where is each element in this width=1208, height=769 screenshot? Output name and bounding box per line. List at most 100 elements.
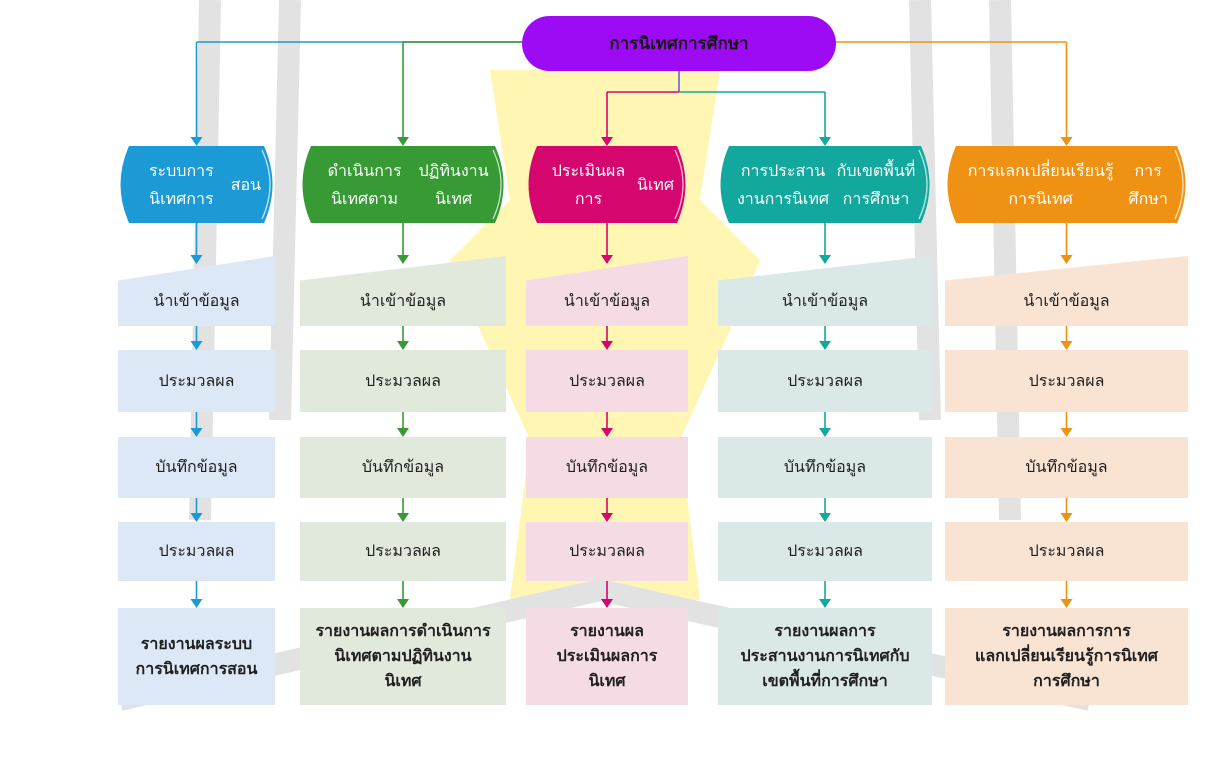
arrow-to-report: [819, 581, 831, 608]
line-text: รายงานผลการดำเนินการ: [315, 621, 491, 641]
report-text: รายงานผลระบบการนิเทศการสอน: [136, 632, 258, 682]
step-label: บันทึกข้อมูล: [783, 457, 867, 477]
column-header-shape: [947, 146, 1186, 223]
line-text: ประสานงานการนิเทศกับ: [740, 646, 910, 666]
top-connectors: [196, 41, 1067, 93]
step-label: บันทึกข้อมูล: [565, 457, 649, 477]
report-text: รายงานผลประเมินผลการนิเทศ: [557, 619, 658, 693]
step-label: ประมวลผล: [158, 541, 235, 561]
arrow-step: [1060, 412, 1073, 437]
step-label: ประมวลผล: [787, 541, 863, 561]
arrow-top-to-header: [601, 92, 613, 146]
line-text: ดำเนินการนิเทศตาม: [327, 161, 402, 208]
report-text: รายงานผลการดำเนินการนิเทศตามปฏิทินงานนิเ…: [315, 619, 490, 693]
line-text: สอน: [230, 174, 261, 194]
arrow-to-report: [601, 581, 613, 608]
step-label: นำเข้าข้อมูล: [563, 290, 651, 310]
arrow-step: [601, 412, 613, 437]
top-title: การนิเทศการศึกษา: [609, 34, 749, 54]
arrow-step: [397, 412, 409, 437]
line-text: ระบบการนิเทศการ: [148, 161, 214, 208]
step-box: บันทึกข้อมูล: [718, 437, 932, 498]
arrow-step: [190, 326, 203, 350]
line-text: นิเทศ: [384, 670, 422, 690]
report-box: รายงานผลการประสานงานการนิเทศกับเขตพื้นที…: [718, 608, 932, 705]
report-box: รายงานผลประเมินผลการนิเทศ: [526, 608, 688, 705]
arrow-header-to-step: [601, 223, 613, 264]
line-text: รายงานผลระบบ: [140, 633, 253, 653]
report-box: รายงานผลการการแลกเปลี่ยนเรียนรู้การนิเทศ…: [945, 608, 1188, 705]
step-box: ประมวลผล: [526, 522, 688, 581]
column-header: การแลกเปลี่ยนเรียนรู้การนิเทศ การศึกษา: [945, 146, 1188, 223]
arrow-header-to-step: [397, 223, 409, 264]
step-label: ประมวลผล: [569, 370, 645, 390]
step-box: บันทึกข้อมูล: [945, 437, 1188, 498]
column-header: ดำเนินการนิเทศตามปฏิทินงานนิเทศ: [300, 146, 506, 223]
arrow-top-to-header: [190, 42, 203, 146]
step-box: บันทึกข้อมูล: [118, 437, 275, 498]
step-label: ประมวลผล: [787, 370, 863, 390]
step-box: บันทึกข้อมูล: [526, 437, 688, 498]
step-label: บันทึกข้อมูล: [155, 457, 238, 477]
column-header-shape: [528, 146, 686, 223]
arrow-to-report: [190, 581, 203, 608]
line-text: แลกเปลี่ยนเรียนรู้การนิเทศ: [975, 646, 1158, 666]
column-header-shape: [302, 146, 504, 223]
column-header: ประเมินผลการ นิเทศ: [526, 146, 688, 223]
step-box: ประมวลผล: [718, 350, 932, 412]
top-node: การนิเทศการศึกษา: [522, 16, 836, 71]
step-label: ประมวลผล: [1028, 370, 1105, 390]
arrow-header-to-step: [1060, 223, 1073, 264]
arrow-step: [397, 326, 409, 350]
step-box: ประมวลผล: [945, 350, 1188, 412]
arrow-step: [819, 412, 831, 437]
step-label: ประมวลผล: [1028, 541, 1105, 561]
step-box: ประมวลผล: [945, 522, 1188, 581]
arrow-step: [1060, 498, 1073, 522]
report-box: รายงานผลการดำเนินการนิเทศตามปฏิทินงานนิเ…: [300, 608, 506, 705]
line-text: รายงานผลการ: [774, 621, 876, 641]
step-label: ประมวลผล: [569, 541, 645, 561]
arrow-step: [190, 412, 203, 437]
line-text: การนิเทศการสอน: [135, 658, 258, 678]
column-header: ระบบการนิเทศการ สอน: [118, 146, 275, 223]
step-label: นำเข้าข้อมูล: [1023, 290, 1110, 310]
step-box: ประมวลผล: [718, 522, 932, 581]
step-box: ประมวลผล: [118, 350, 275, 412]
report-text: รายงานผลการประสานงานการนิเทศกับเขตพื้นที…: [741, 619, 910, 693]
line-text: รายงานผล: [570, 621, 644, 641]
line-text: นิเทศ: [636, 174, 674, 194]
line-text: การศึกษา: [1033, 670, 1100, 690]
line-text: ประเมินผลการ: [556, 646, 658, 666]
step-box: ประมวลผล: [300, 522, 506, 581]
step-label: บันทึกข้อมูล: [361, 457, 445, 477]
step-label: ประมวลผล: [365, 541, 441, 561]
line-text: รายงานผลการการ: [1002, 621, 1131, 641]
step-label: ประมวลผล: [158, 370, 235, 390]
line-text: การศึกษา: [1128, 161, 1168, 208]
arrow-step: [819, 498, 831, 522]
arrow-top-to-header: [397, 42, 409, 146]
line-text: ประเมินผลการ: [551, 161, 626, 208]
step-box: บันทึกข้อมูล: [300, 437, 506, 498]
line-text: นิเทศตามปฏิทินงาน: [334, 646, 472, 666]
arrow-step: [601, 326, 613, 350]
report-text: รายงานผลการการแลกเปลี่ยนเรียนรู้การนิเทศ…: [975, 619, 1158, 693]
step-label: ประมวลผล: [365, 370, 441, 390]
line-text: กับเขตพื้นที่การศึกษา: [836, 161, 916, 208]
arrow-step: [190, 498, 203, 522]
arrow-header-to-step: [819, 223, 831, 264]
step-label: นำเข้าข้อมูล: [359, 290, 447, 310]
arrow-top-to-header: [1060, 42, 1073, 146]
column-header: การประสานงานการนิเทศกับเขตพื้นที่การศึกษ…: [718, 146, 932, 223]
line-text: การแลกเปลี่ยนเรียนรู้การนิเทศ: [967, 161, 1114, 208]
arrow-header-to-step: [190, 223, 203, 264]
arrow-step: [1060, 326, 1073, 350]
line-text: นิเทศ: [588, 670, 626, 690]
arrow-to-report: [397, 581, 409, 608]
line-text: การประสานงานการนิเทศ: [736, 161, 830, 208]
step-box: ประมวลผล: [300, 350, 506, 412]
arrow-step: [819, 326, 831, 350]
